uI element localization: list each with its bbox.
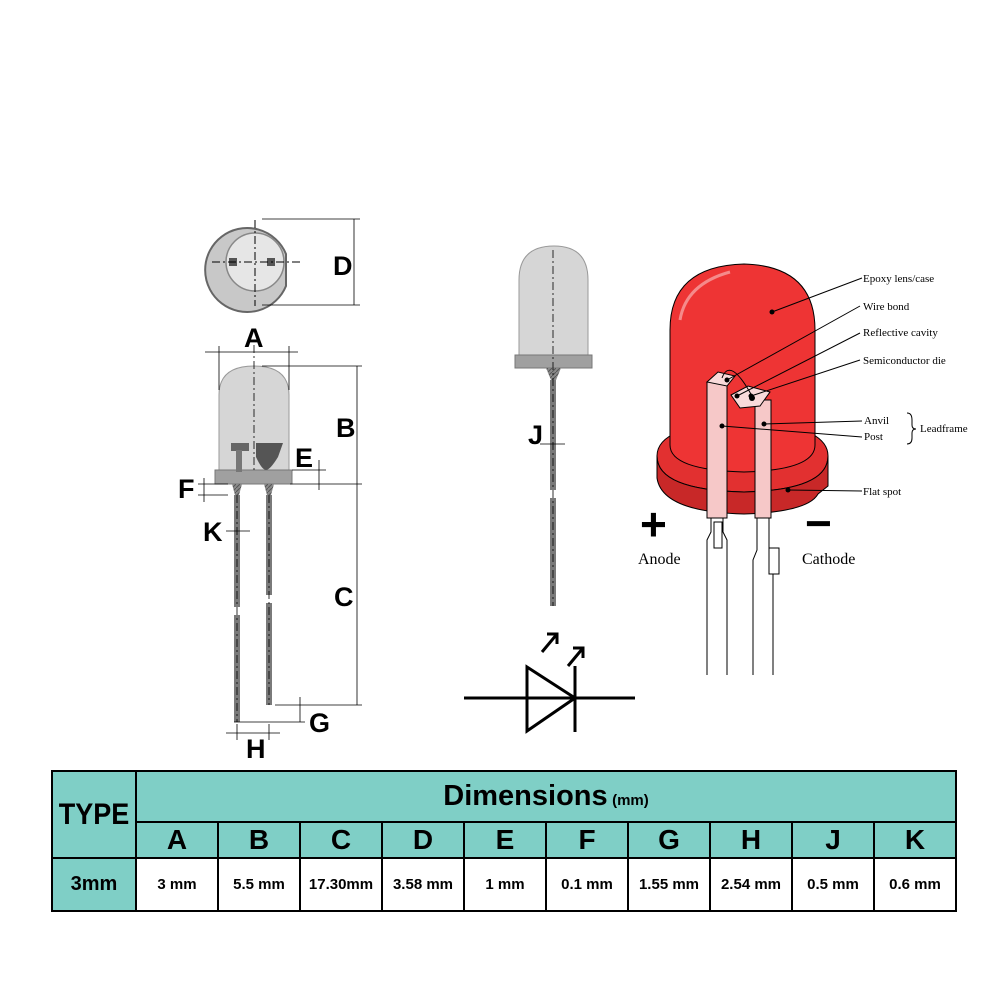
dim-label-b: B [336,413,356,443]
callout-leadframe: Leadframe [920,423,968,435]
minus-sign: − [805,497,832,549]
plus-sign: + [640,498,667,550]
dim-label-j: J [528,420,543,450]
top-view [204,218,360,313]
type-header: TYPE [58,797,130,831]
dim-label-g: G [309,708,330,738]
profile-view [514,245,593,606]
cathode-label: Cathode [802,551,855,568]
dim-label-a: A [244,323,264,353]
value-d: 3.58 mm [381,857,465,912]
value-k: 0.6 mm [873,857,957,912]
led-cutaway [656,263,917,675]
value-c: 17.30mm [299,857,383,912]
column-header-j: J [791,820,875,860]
column-header-f: F [545,820,629,860]
led-schematic-symbol [464,632,635,734]
dim-label-d: D [333,251,353,281]
column-header-e: E [463,820,547,860]
value-b: 5.5 mm [217,857,301,912]
table-row: 3mm 3 mm 5.5 mm 17.30mm 3.58 mm 1 mm 0.1… [51,857,957,912]
callout-reflective-cavity: Reflective cavity [863,327,938,339]
dim-label-e: E [295,443,313,473]
column-header-g: G [627,820,711,860]
value-j: 0.5 mm [791,857,875,912]
value-g: 1.55 mm [627,857,711,912]
callout-semiconductor-die: Semiconductor die [863,355,946,367]
callout-anvil: Anvil [864,415,889,427]
column-header-b: B [217,820,301,860]
callout-epoxy: Epoxy lens/case [863,273,934,285]
callout-post: Post [864,431,883,443]
callout-wire-bond: Wire bond [863,301,910,313]
callout-flat-spot: Flat spot [863,486,901,498]
value-h: 2.54 mm [709,857,793,912]
dim-label-c: C [334,582,354,612]
dimensions-title: Dimensions [443,779,608,812]
value-a: 3 mm [135,857,219,912]
dim-label-f: F [178,474,195,504]
dim-label-h: H [246,734,266,764]
column-header-d: D [381,820,465,860]
value-f: 0.1 mm [545,857,629,912]
dim-label-k: K [203,517,223,547]
column-header-k: K [873,820,957,860]
anode-label: Anode [638,551,681,568]
row-label-3mm: 3mm [51,857,137,912]
column-header-h: H [709,820,793,860]
dimensions-table: TYPE Dimensions (mm) A B C D E F G H J K… [51,769,957,912]
type-header-cell: TYPE [51,769,137,860]
column-header-a: A [135,820,219,860]
column-header-c: C [299,820,383,860]
dimensions-unit: (mm) [612,791,649,809]
dimensions-title-cell: Dimensions (mm) [135,770,957,823]
value-e: 1 mm [463,857,547,912]
side-view [198,345,362,740]
